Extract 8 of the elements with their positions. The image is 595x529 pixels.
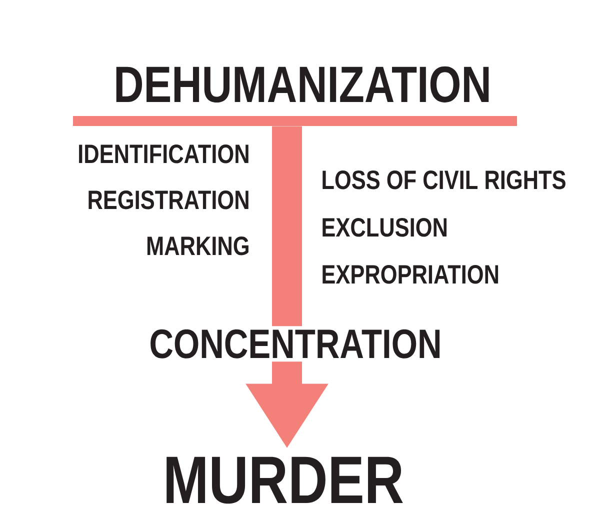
stage-label: EXPROPRIATION xyxy=(322,264,498,284)
stage-label: LOSS OF CIVIL RIGHTS xyxy=(322,170,566,190)
heading: MURDER xyxy=(166,456,403,504)
stage-label: REGISTRATION xyxy=(88,190,248,210)
stage-label: EXCLUSION xyxy=(322,218,447,237)
stage-label: CONCENTRATION xyxy=(150,329,440,358)
stage-label: MARKING xyxy=(147,236,248,256)
heading: DEHUMANIZATION xyxy=(116,66,489,102)
